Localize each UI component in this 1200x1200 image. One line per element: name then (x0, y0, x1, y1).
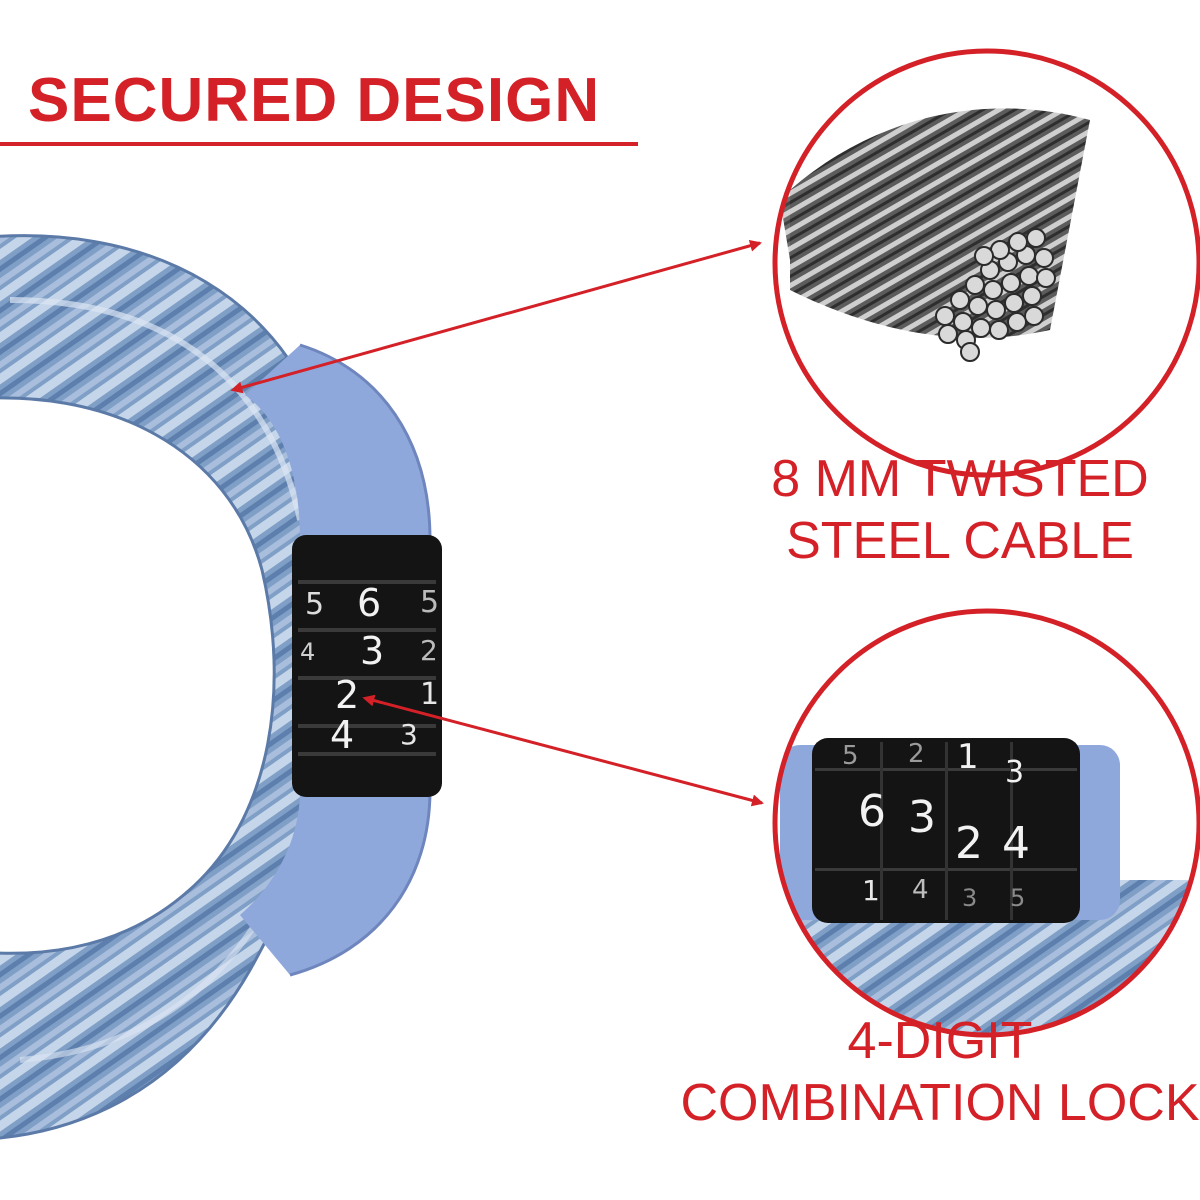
dial-digit: 2 (908, 739, 925, 769)
caption-line: STEEL CABLE (786, 512, 1134, 570)
dial-digit: 5 (305, 587, 324, 622)
dial-digit: 3 (360, 629, 384, 673)
dial-digit: 6 (858, 786, 886, 837)
page-title: SECURED DESIGN (28, 66, 601, 135)
dial-digit: 3 (962, 884, 977, 912)
dial-digit: 6 (357, 581, 381, 625)
dial-digit: 2 (335, 673, 359, 717)
combination-lock: 5 6 5 3 4 2 2 1 4 3 (292, 535, 442, 797)
caption-line: 4-DIGIT (847, 1012, 1033, 1070)
lock-callout-arrow (362, 694, 764, 807)
dial-digit: 4 (912, 875, 929, 905)
dial-digit: 2 (420, 634, 438, 667)
steel-cable-detail (772, 48, 1200, 478)
dial-digit: 3 (400, 718, 418, 751)
dial-digit: 1 (420, 677, 439, 712)
title-underline (0, 142, 638, 146)
dial-digit: 3 (908, 792, 936, 843)
dial-digit: 4 (1002, 818, 1030, 869)
dial-digit: 5 (420, 585, 439, 620)
dial-digit: 4 (330, 713, 354, 757)
dial-digit: 2 (955, 818, 983, 869)
cable-feature-caption: 8 MM TWISTED STEEL CABLE (740, 448, 1180, 572)
lock-feature-caption: 4-DIGIT COMBINATION LOCK (680, 1010, 1200, 1134)
dial-digit: 1 (957, 737, 979, 777)
dial-digit: 4 (300, 638, 315, 666)
caption-line: 8 MM TWISTED (771, 450, 1149, 508)
dial-digit: 3 (1005, 755, 1024, 790)
dial-digit: 1 (862, 874, 880, 907)
cable-callout-arrow (230, 239, 762, 394)
dial-digit: 5 (842, 741, 859, 771)
caption-line: COMBINATION LOCK (680, 1074, 1200, 1132)
dial-digit: 5 (1010, 884, 1025, 912)
lock-detail: 5 2 1 3 6 3 2 4 1 4 3 5 (772, 608, 1200, 1038)
